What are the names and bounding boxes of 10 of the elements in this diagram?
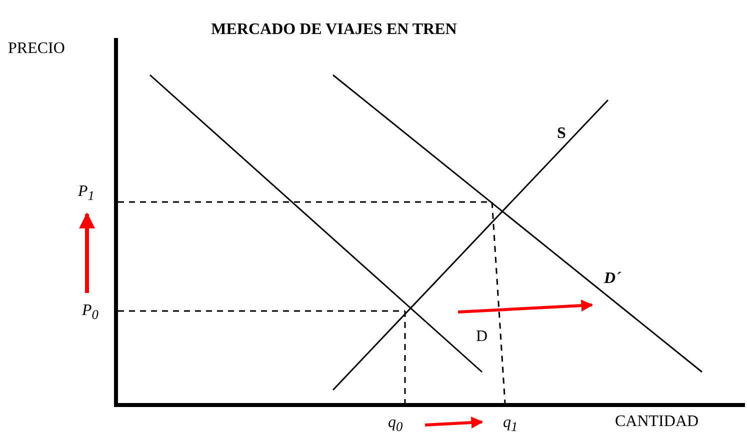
curve-label: S — [557, 125, 566, 143]
curve-label: D´ — [604, 270, 621, 288]
price-label: P$_{1}$ — [78, 183, 94, 204]
chart-title: MERCADO DE VIAJES EN TREN — [210, 21, 458, 39]
price-label: P$_{0}$ — [82, 302, 98, 323]
axis-label: PRECIO — [8, 40, 65, 58]
axis-label: CANTIDAD — [615, 413, 699, 431]
curve-label: D — [476, 328, 488, 346]
quantity-label: q$_{1}$ — [503, 414, 518, 432]
quantity-label: q$_{0}$ — [388, 414, 403, 432]
